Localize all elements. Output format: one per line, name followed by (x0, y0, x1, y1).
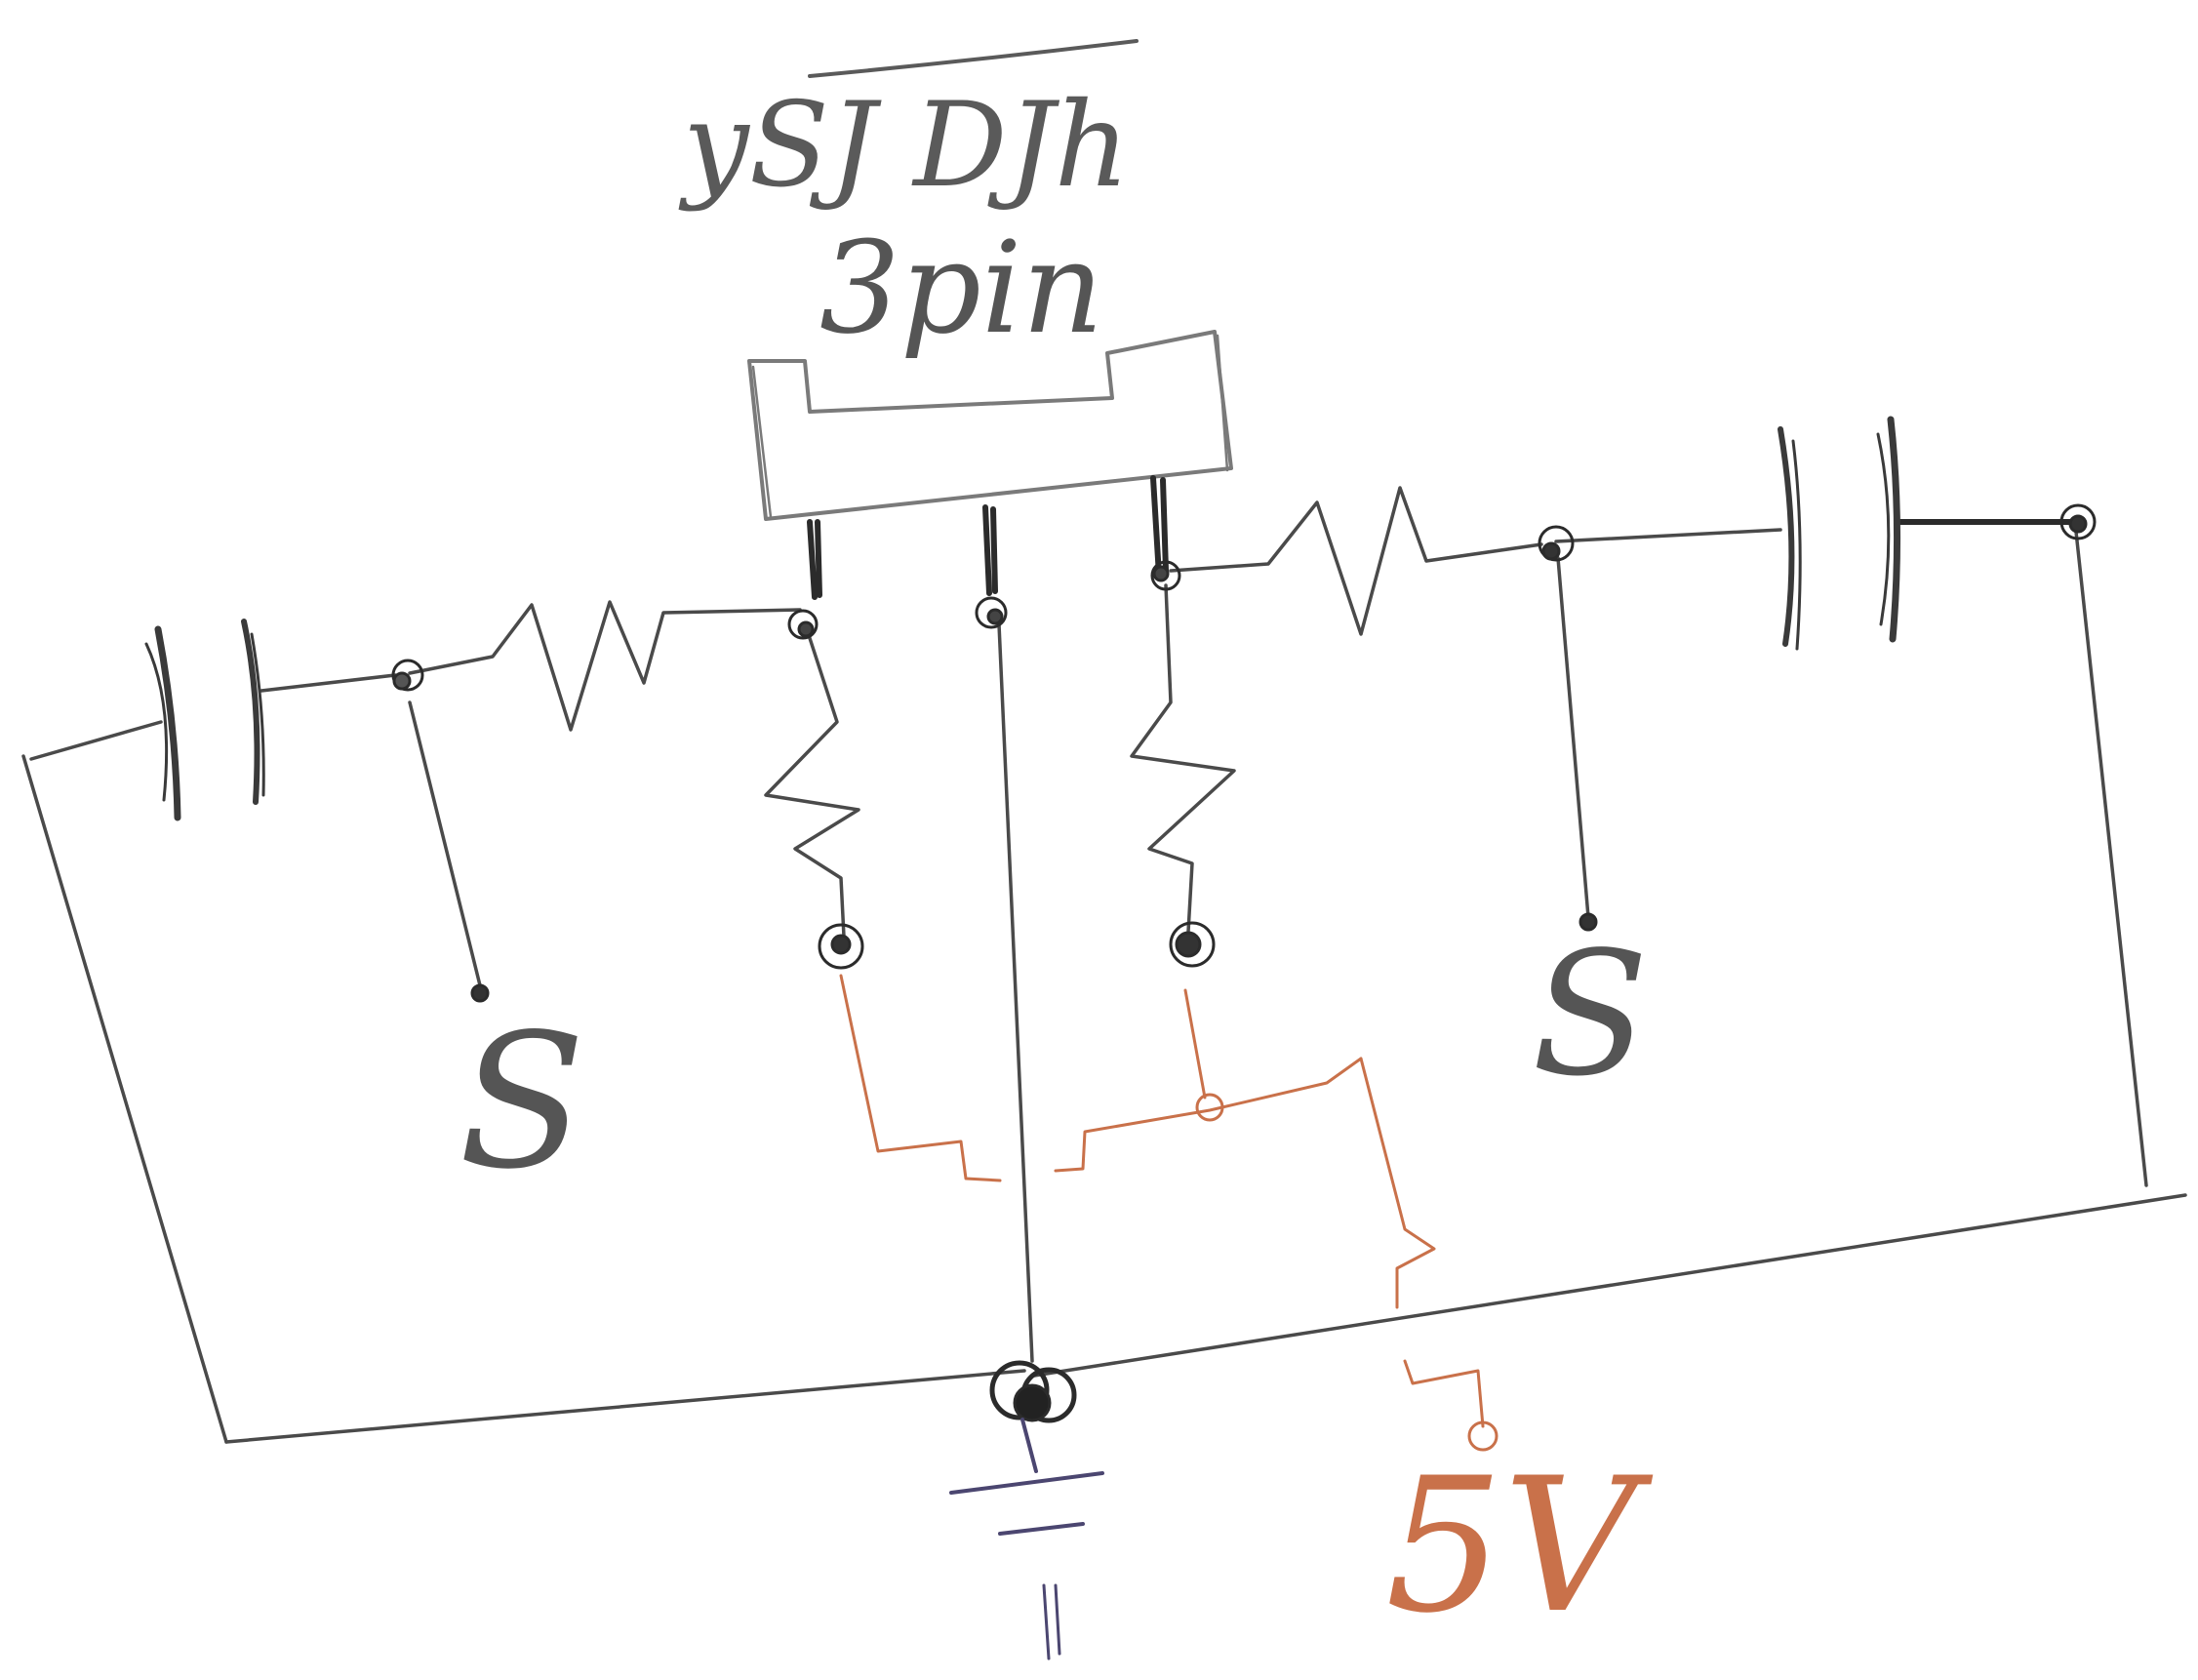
connector-name-label: ySJ DJh (678, 78, 1130, 214)
connector-housing-outline (747, 330, 1233, 521)
supply-voltage-label: 5V (1385, 1438, 1654, 1654)
ground-bar-bottom (1042, 1583, 1061, 1660)
node-supply-junction (1195, 1093, 1224, 1122)
capacitor-right-plate-b-sketch (1876, 432, 1891, 626)
capacitor-right-plate-b (1887, 416, 1901, 643)
capacitor-left-plate-a (154, 625, 181, 821)
node-left-cap-inner (392, 671, 412, 691)
wire-right-signal (1556, 556, 1590, 919)
node-ground-junction-a (989, 1360, 1050, 1420)
node-left-pin (787, 609, 819, 640)
connector-housing-outline-sketch (751, 334, 1229, 519)
junction-dots (391, 503, 2097, 1423)
capacitor-left-plate-b-sketch (250, 632, 265, 797)
resistor-right-vertical (1130, 583, 1236, 934)
node-left-cap (391, 659, 424, 692)
node-ground-junction-c (1013, 1383, 1052, 1422)
node-middle-pin-inner (986, 608, 1004, 625)
node-right-terminal (2059, 503, 2097, 540)
node-right-resistor-bottom-inner (1175, 931, 1202, 958)
connector-label-group: ySJ DJh 3pin (678, 39, 1139, 362)
resistor-left-series (408, 600, 802, 732)
connector-name-underline (808, 39, 1139, 78)
wire-cap-left-to-node (260, 673, 397, 693)
wire-supply-right-branch (1183, 988, 1207, 1100)
left-signal-label: S (459, 994, 585, 1210)
connector-pin-left (807, 519, 822, 600)
resistor-right-series (1169, 486, 1543, 636)
node-right-cap (1538, 525, 1575, 562)
node-middle-pin (975, 596, 1008, 629)
wire-right-frame-vertical (2074, 530, 2148, 1187)
connector-pins (807, 475, 1169, 600)
node-right-pin-inner (1152, 565, 1170, 582)
node-left-resistor-bottom (818, 923, 864, 970)
right-signal-label: S (1532, 916, 1649, 1114)
wire-left-frame-vertical (21, 754, 228, 1444)
node-left-signal-end (470, 983, 490, 1003)
node-right-cap-inner (1541, 541, 1561, 561)
ground-symbol (949, 1418, 1104, 1660)
wire-left-signal (408, 700, 482, 987)
node-right-resistor-bottom (1169, 921, 1216, 968)
ground-lead (1020, 1418, 1038, 1473)
node-left-pin-inner (797, 620, 815, 638)
node-left-resistor-bottom-inner (830, 934, 852, 955)
connector-pin-count-label: 3pin (819, 214, 1103, 362)
ground-bar-top (949, 1471, 1104, 1495)
wire-supply-down (1359, 1057, 1485, 1428)
node-right-signal-end (1579, 912, 1598, 932)
connector-pin-middle (982, 504, 998, 596)
node-right-terminal-inner (2068, 514, 2088, 534)
capacitor-right (1778, 416, 1901, 651)
wire-node-to-cap-right (1554, 528, 1782, 543)
capacitor-left-plate-b (241, 619, 260, 805)
wire-middle-pin-down (997, 622, 1034, 1363)
node-right-pin (1150, 560, 1181, 591)
ground-bar-middle (998, 1522, 1085, 1536)
wire-bottom-frame-right (1032, 1193, 2187, 1378)
resistor-left-vertical (764, 630, 860, 939)
connector-pin-right (1150, 475, 1169, 579)
capacitor-right-plate-a-sketch (1791, 439, 1802, 651)
wire-left-lead (29, 720, 163, 761)
capacitor-left-plate-a-sketch (144, 642, 169, 802)
wire-supply-left-branch (839, 974, 1002, 1182)
pencil-wiring (21, 486, 2187, 1444)
capacitor-left (144, 619, 265, 821)
supply-junction-dots (1195, 1093, 1499, 1452)
wire-supply-junction-horizontal (1054, 1057, 1363, 1173)
capacitor-right-plate-a (1778, 426, 1795, 647)
node-supply-terminal (1467, 1420, 1499, 1452)
supply-wiring (839, 974, 1485, 1428)
wire-bottom-frame (224, 1369, 1026, 1444)
three-pin-connector (747, 330, 1233, 521)
